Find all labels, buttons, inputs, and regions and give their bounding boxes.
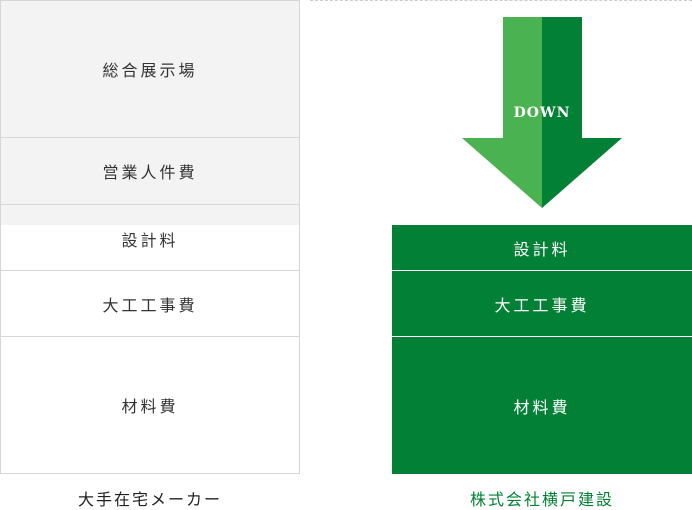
right-item-carpentry: 大工工事費 [392,271,692,337]
item-showroom: 総合展示場 [0,0,300,138]
item-sales-labor: 営業人件費 [0,137,300,205]
item-label: 設計料 [121,231,179,250]
item-label: 総合展示場 [102,61,198,80]
item-label: 材料費 [121,397,179,416]
right-item-materials: 材料費 [392,337,692,474]
item-label: 材料費 [513,397,571,417]
left-column: 総合展示場 営業人件費 設計料 大工工事費 材料費 [0,0,300,474]
down-arrow-icon [462,17,622,208]
gray-band [0,204,300,225]
item-label: 大工工事費 [102,295,198,315]
item-design: 設計料 [0,225,300,271]
item-label: 大工工事費 [494,295,590,315]
item-carpentry: 大工工事費 [0,270,300,337]
item-materials: 材料費 [0,336,300,474]
left-title: 大手在宅メーカー [77,490,222,509]
item-label: 営業人件費 [102,163,198,182]
right-title: 株式会社横戸建設 [469,490,614,509]
arrow-label: DOWN [513,105,571,121]
divider [310,0,692,1]
right-item-design: 設計料 [392,225,692,271]
item-label: 設計料 [513,239,571,259]
